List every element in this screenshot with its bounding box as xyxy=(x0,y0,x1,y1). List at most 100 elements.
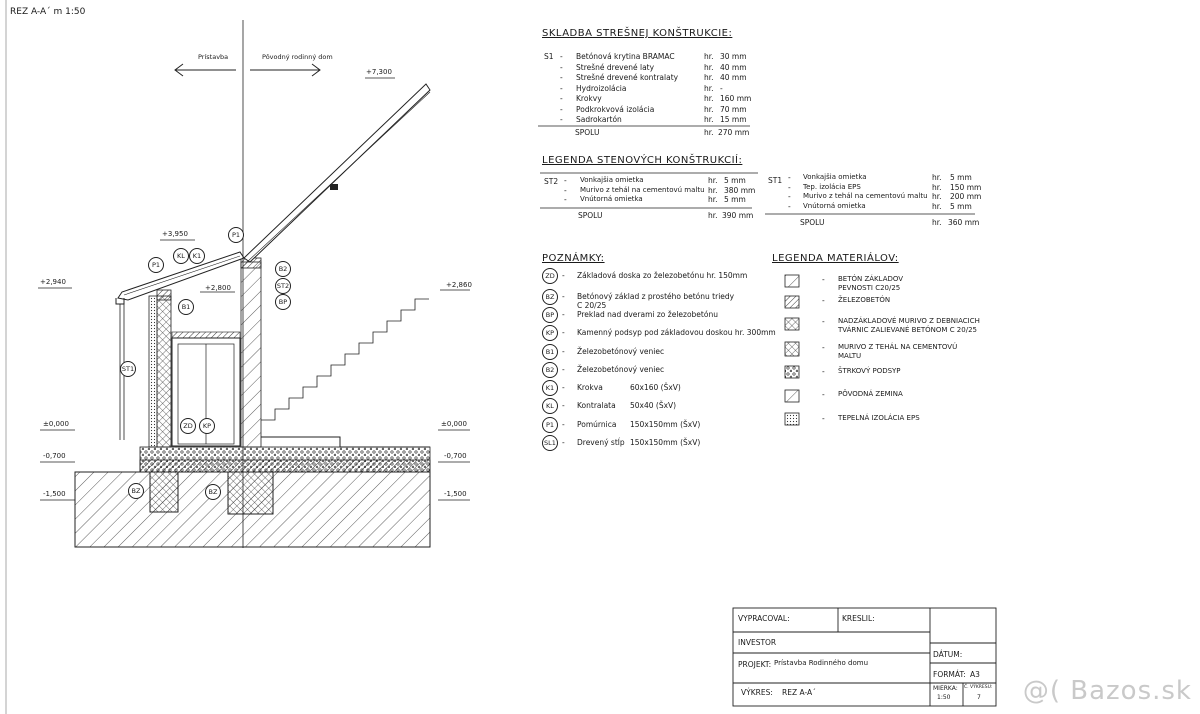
tb-investor: INVESTOR xyxy=(738,638,777,647)
roof-total-label: SPOLU xyxy=(575,128,600,137)
foundation-mid xyxy=(227,471,274,515)
roof-row-unit: hr. xyxy=(704,115,714,124)
roof-main xyxy=(243,83,431,263)
swatch-gravel xyxy=(784,365,800,379)
st2-row-name: Vnútorná omietka xyxy=(580,195,643,203)
roof-row-dash: - xyxy=(560,115,563,124)
roof-total-unit: hr. xyxy=(704,128,714,137)
notes-title: POZNÁMKY: xyxy=(542,253,605,264)
st2-row-name: Murivo z tehál na cementovú maltu xyxy=(580,185,705,194)
roof-code: S1 xyxy=(544,52,554,61)
tb-cislo-value: 7 xyxy=(977,694,981,701)
roof-row-name: Podkrokvová izolácia xyxy=(576,104,655,114)
tag-p1-top: P1 xyxy=(228,227,244,243)
level-lines xyxy=(38,77,470,501)
roof-row-unit: hr. xyxy=(704,52,714,61)
roof-row-dash: - xyxy=(560,104,563,114)
material-text2: MALTU xyxy=(838,352,862,360)
tag-st2: ST2 xyxy=(275,278,291,294)
swatch-rc xyxy=(784,295,800,309)
st1-row-name: Tep. izolácia EPS xyxy=(803,182,861,191)
note-dash: - xyxy=(562,401,565,410)
arrow-right-label: Pôvodný rodinný dom xyxy=(262,53,333,61)
tag-bz-mid: BZ xyxy=(205,484,221,500)
note-code-bubble: P1 xyxy=(542,417,558,433)
st1-row-unit: hr. xyxy=(932,182,942,192)
note-dash: - xyxy=(562,347,565,356)
note-code-bubble: KL xyxy=(542,398,558,414)
roof-row-val: 40 mm xyxy=(720,62,747,72)
swatch-formwork xyxy=(784,317,800,331)
level-zero-right: ±0,000 xyxy=(441,420,467,428)
note-code-bubble: BP xyxy=(542,307,558,323)
note-text: Krokva xyxy=(577,383,603,392)
watermark: @( Bazos.sk xyxy=(1022,676,1192,706)
material-dash: - xyxy=(822,296,825,305)
note-text: Pomúrnica xyxy=(577,420,617,429)
roof-row-dash: - xyxy=(560,73,563,82)
st2-row-dash: - xyxy=(564,195,567,204)
st1-row-dash: - xyxy=(788,173,791,182)
material-dash: - xyxy=(822,275,825,284)
tag-bz-left: BZ xyxy=(128,483,144,499)
material-dash: - xyxy=(822,367,825,376)
material-text: ŠTRKOVÝ PODSYP xyxy=(838,367,901,375)
note-text: Drevený stĺp xyxy=(577,438,625,447)
material-dash: - xyxy=(822,414,825,423)
st1-total-label: SPOLU xyxy=(800,218,825,227)
roof-row-name: Krokvy xyxy=(576,94,602,103)
tag-b1: B1 xyxy=(178,299,194,315)
st2-row-dash: - xyxy=(564,176,567,185)
note-dash: - xyxy=(562,310,565,319)
tb-format-label: FORMÁT: xyxy=(933,670,966,679)
level-zero-left: ±0,000 xyxy=(43,420,69,428)
material-dash: - xyxy=(822,343,825,352)
roof-row-unit: hr. xyxy=(704,83,714,93)
note-dims: 60x160 (ŠxV) xyxy=(630,383,681,392)
material-text: ŽELEZOBETÓN xyxy=(838,296,891,304)
material-text: PÔVODNÁ ZEMINA xyxy=(838,390,903,398)
roof-total-val: 270 mm xyxy=(718,128,750,137)
level-right-top: +2,860 xyxy=(446,281,472,289)
st2-row-dash: - xyxy=(564,185,567,195)
roof-row-name: Sadrokartón xyxy=(576,115,622,124)
tag-zd: ZD xyxy=(180,418,196,434)
roof-row-val: 160 mm xyxy=(720,94,752,103)
roof-row-dash: - xyxy=(560,94,563,103)
tag-k1: K1 xyxy=(189,248,205,264)
swatch-soil xyxy=(784,389,800,403)
roof-row-val: 30 mm xyxy=(720,52,747,61)
st2-row-val: 380 mm xyxy=(724,185,756,195)
tb-projekt-label: PROJEKT: xyxy=(738,660,772,669)
st1-total-unit: hr. xyxy=(932,218,942,227)
arrow-left-label: Prístavba xyxy=(198,53,229,61)
st1-row-dash: - xyxy=(788,201,791,211)
roof-row-dash: - xyxy=(560,83,563,93)
swatch-brick xyxy=(784,341,800,357)
st1-code: ST1 xyxy=(768,176,783,185)
beam-b1 xyxy=(156,289,172,301)
level-m07-left: -0,700 xyxy=(43,452,66,460)
staircase xyxy=(261,298,429,421)
roof-row-val: - xyxy=(720,83,723,93)
note-dash: - xyxy=(562,271,565,280)
st2-row-name: Vonkajšia omietka xyxy=(580,176,644,184)
roof-row-name: Betónová krytina BRAMAC xyxy=(576,52,675,61)
st2-code: ST2 xyxy=(544,177,559,186)
level-m15-left: -1,500 xyxy=(43,490,66,498)
tb-cislo-label: Č. VÝKRESU: xyxy=(964,685,993,690)
section-title: REZ A-A´ m 1:50 xyxy=(10,7,86,17)
st2-total-val: 390 mm xyxy=(722,211,754,220)
st2-row-unit: hr. xyxy=(708,195,718,204)
note-dims: 50x40 (ŠxV) xyxy=(630,401,677,410)
foundation-left xyxy=(149,471,179,513)
st2-total-label: SPOLU xyxy=(578,211,603,220)
st1-total-val: 360 mm xyxy=(948,218,980,227)
tb-vykres-label: VÝKRES: xyxy=(741,688,773,697)
material-text: BETÓN ZÁKLADOV xyxy=(838,275,904,283)
note-text: Kamenný podsyp pod základovou doskou hr.… xyxy=(577,328,776,337)
st1-row-dash: - xyxy=(788,192,791,201)
tag-kl: KL xyxy=(173,248,189,264)
st1-row-val: 150 mm xyxy=(950,182,982,192)
